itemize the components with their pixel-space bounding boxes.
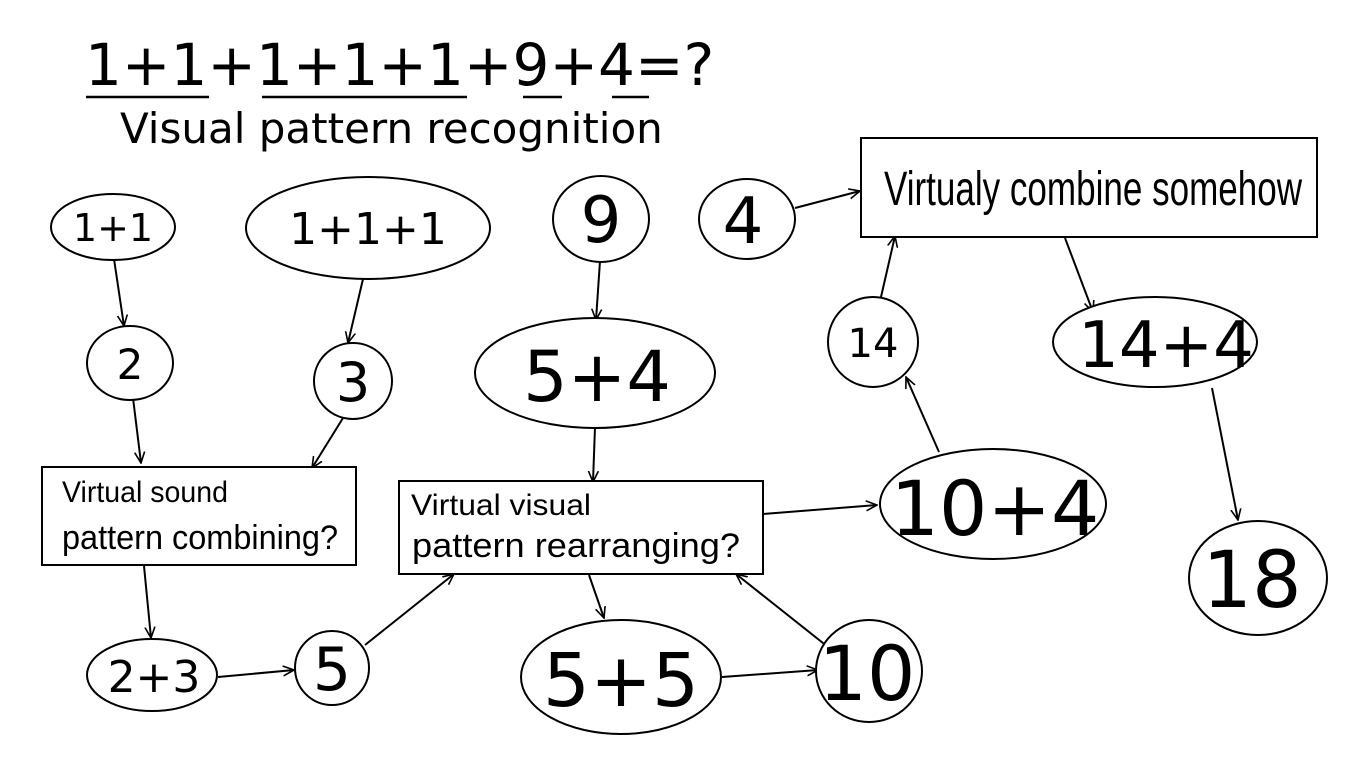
arrow-4-to-combine — [794, 191, 860, 209]
box-sound-line2: pattern combining? — [62, 519, 338, 557]
equals-question: =? — [635, 31, 714, 99]
equation: 1+1+1+1+1+9+4=? Visual pattern recogniti… — [85, 31, 714, 153]
arrow-visual-to-5p5 — [588, 574, 604, 618]
term-4: 4 — [598, 31, 635, 99]
node-5-shape — [294, 630, 370, 706]
node-5: 5 — [294, 630, 370, 706]
term-1p1p1: 1+1+1 — [256, 31, 464, 99]
node-18-label: 18 — [1202, 536, 1301, 626]
arrow-combine-to-14p4 — [1064, 237, 1093, 312]
node-14p4-shape — [1052, 296, 1258, 388]
node-5p4: 5+4 — [474, 317, 716, 429]
equation-text: 1+1+1+1+1+9+4=? — [85, 31, 714, 99]
node-5p4-shape — [474, 317, 716, 429]
node-3-shape — [313, 342, 393, 420]
node-2-label: 2 — [117, 340, 144, 389]
arrow-5p5-to-10 — [721, 670, 818, 678]
node-5p5-shape — [520, 619, 722, 735]
node-10p4-shape — [879, 448, 1107, 560]
node-3-label: 3 — [336, 351, 370, 414]
node-1p1p1: 1+1+1 — [245, 176, 491, 280]
box-sound-line1: Virtual sound — [62, 476, 228, 509]
arrow-5p4-to-visual — [593, 426, 595, 482]
node-14p4: 14+4 — [1052, 296, 1258, 388]
node-1p1: 1+1 — [50, 193, 176, 261]
node-9-label: 9 — [581, 184, 622, 258]
node-9-shape — [552, 175, 650, 263]
node-1p1p1-label: 1+1+1 — [289, 204, 447, 255]
box-visual-rearranging-shape — [398, 480, 764, 575]
node-9: 9 — [552, 175, 650, 263]
arrow-sound-to-2p3 — [143, 565, 151, 638]
box-visual-line1: Virtual visual — [411, 489, 591, 522]
equation-subtitle: Visual pattern recognition — [120, 104, 663, 153]
node-1p1p1-shape — [245, 176, 491, 280]
node-1p1-shape — [50, 193, 176, 261]
arrow-10-to-visual — [736, 574, 829, 648]
arrow-14p4-to-18 — [1211, 387, 1238, 520]
node-18-shape — [1188, 520, 1328, 636]
arrow-1p1p1-to-3 — [348, 278, 364, 343]
arrow-5-to-visual — [364, 574, 454, 646]
term-1p1: 1+1 — [85, 31, 207, 99]
arrow-14-to-combine — [880, 236, 895, 298]
node-3: 3 — [313, 342, 393, 420]
node-2p3-shape — [86, 638, 218, 712]
node-2-shape — [86, 325, 174, 401]
term-9: 9 — [513, 31, 550, 99]
box-visual-rearranging: Virtual visual pattern rearranging? — [398, 480, 764, 575]
node-2: 2 — [86, 325, 174, 401]
op-plus-2: + — [464, 31, 513, 99]
node-5p5: 5+5 — [520, 619, 722, 735]
arrow-2p3-to-5 — [217, 670, 294, 678]
node-4: 4 — [698, 178, 796, 260]
node-5p4-label: 5+4 — [523, 336, 671, 418]
node-14: 14 — [827, 296, 919, 388]
box-combine-somehow-label: Virtualy combine somehow — [884, 163, 1302, 216]
node-14p4-label: 14+4 — [1078, 309, 1254, 383]
node-10: 10 — [815, 619, 923, 723]
node-4-shape — [698, 178, 796, 260]
arrow-9-to-5p4 — [596, 260, 600, 320]
node-5p5-label: 5+5 — [543, 638, 699, 724]
box-combine-somehow-shape — [860, 137, 1318, 238]
op-plus-3: + — [549, 31, 598, 99]
arrows — [113, 191, 1238, 678]
node-18: 18 — [1188, 520, 1328, 636]
node-10-label: 10 — [819, 629, 916, 718]
node-2p3-label: 2+3 — [108, 652, 201, 703]
box-sound-combining: Virtual sound pattern combining? — [41, 466, 357, 566]
node-14-shape — [827, 296, 919, 388]
arrow-visual-to-10p4 — [762, 505, 877, 515]
arrow-10p4-to-14 — [906, 377, 940, 453]
node-1p1-label: 1+1 — [73, 206, 153, 250]
arrow-2-to-sound — [132, 397, 141, 463]
box-sound-combining-shape — [41, 466, 357, 566]
arrow-3-to-sound — [312, 417, 344, 468]
box-visual-line2: pattern rearranging? — [412, 527, 740, 565]
node-10-shape — [815, 619, 923, 723]
box-combine-somehow: Virtualy combine somehow — [860, 137, 1318, 238]
node-2p3: 2+3 — [86, 638, 218, 712]
node-14-label: 14 — [848, 321, 899, 367]
arrow-1p1-to-2 — [113, 258, 124, 326]
node-5-label: 5 — [313, 635, 351, 705]
op-plus-1: + — [207, 31, 256, 99]
node-10p4: 10+4 — [879, 448, 1107, 560]
node-4-label: 4 — [723, 185, 764, 259]
node-10p4-label: 10+4 — [891, 464, 1100, 553]
